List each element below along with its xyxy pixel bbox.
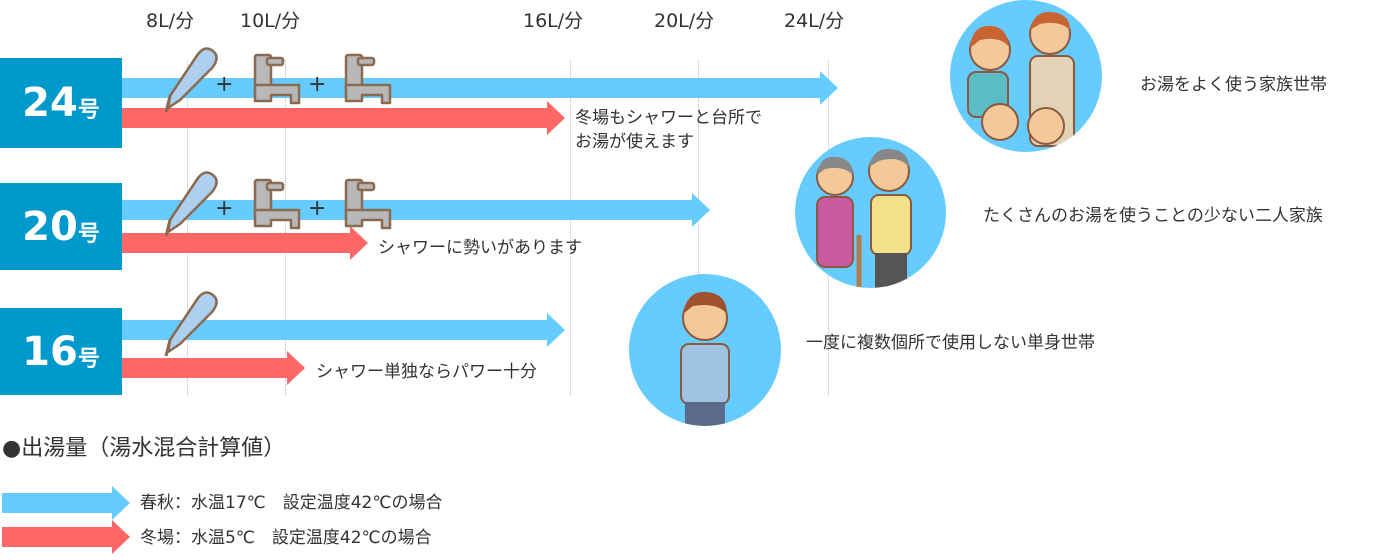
caption-line: 冬場もシャワーと台所で	[575, 108, 762, 128]
gridline-10l	[285, 60, 286, 395]
elderly-couple-illustration	[795, 137, 946, 288]
household-couple-label: たくさんのお湯を使うことの少ない二人家族	[983, 206, 1323, 226]
caption-line: お湯が使えます	[575, 132, 694, 152]
caption-20: シャワーに勢いがあります	[378, 238, 582, 258]
gridline-8l	[187, 60, 188, 395]
household-single-label: 一度に複数個所で使用しない単身世帯	[806, 333, 1095, 353]
winter-arrow-16	[122, 351, 305, 385]
tick-20l: 20L/分	[654, 10, 715, 32]
legend-spring-label: 春秋：水温17℃ 設定温度42℃の場合	[140, 493, 443, 513]
tick-10l: 10L/分	[240, 10, 301, 32]
single-person-illustration	[629, 274, 781, 426]
gridline-16l	[570, 60, 571, 395]
winter-arrow-24	[122, 101, 565, 135]
heater-number: 20	[22, 203, 78, 250]
shower-icon	[164, 290, 219, 358]
legend-spring-arrow	[2, 486, 130, 520]
fixture-icons	[164, 46, 392, 358]
plus-sign: +	[215, 196, 234, 221]
legend-title: ●出湯量（湯水混合計算値）	[2, 436, 286, 461]
legend-winter-label: 冬場：水温5℃ 設定温度42℃の場合	[140, 528, 432, 548]
faucet-icon	[253, 53, 301, 105]
heater-suffix: 号	[77, 221, 100, 247]
heater-suffix: 号	[77, 98, 100, 123]
gridline-20l	[698, 60, 699, 395]
shower-icon	[164, 170, 219, 238]
plus-sign: +	[308, 72, 327, 97]
faucet-icon	[344, 178, 392, 230]
household-family-label: お湯をよく使う家族世帯	[1140, 75, 1327, 95]
heater-number: 16	[22, 328, 78, 375]
shower-icon	[164, 46, 219, 114]
tick-16l: 16L/分	[523, 10, 584, 32]
plus-sign: +	[215, 72, 234, 97]
spring-arrow-16	[122, 313, 565, 347]
plus-sign: +	[308, 196, 327, 221]
tick-8l: 8L/分	[146, 10, 195, 32]
faucet-icon	[344, 53, 392, 105]
caption-16: シャワー単独ならパワー十分	[316, 362, 537, 382]
winter-arrow-20	[122, 226, 368, 260]
heater-suffix: 号	[77, 346, 100, 372]
faucet-icon	[253, 178, 301, 230]
heater-number: 24	[22, 80, 78, 126]
legend-winter-arrow	[2, 520, 130, 554]
tick-24l: 24L/分	[784, 10, 845, 32]
family-illustration	[950, 0, 1102, 152]
caption-24: 冬場もシャワーと台所で お湯が使えます	[575, 106, 762, 154]
